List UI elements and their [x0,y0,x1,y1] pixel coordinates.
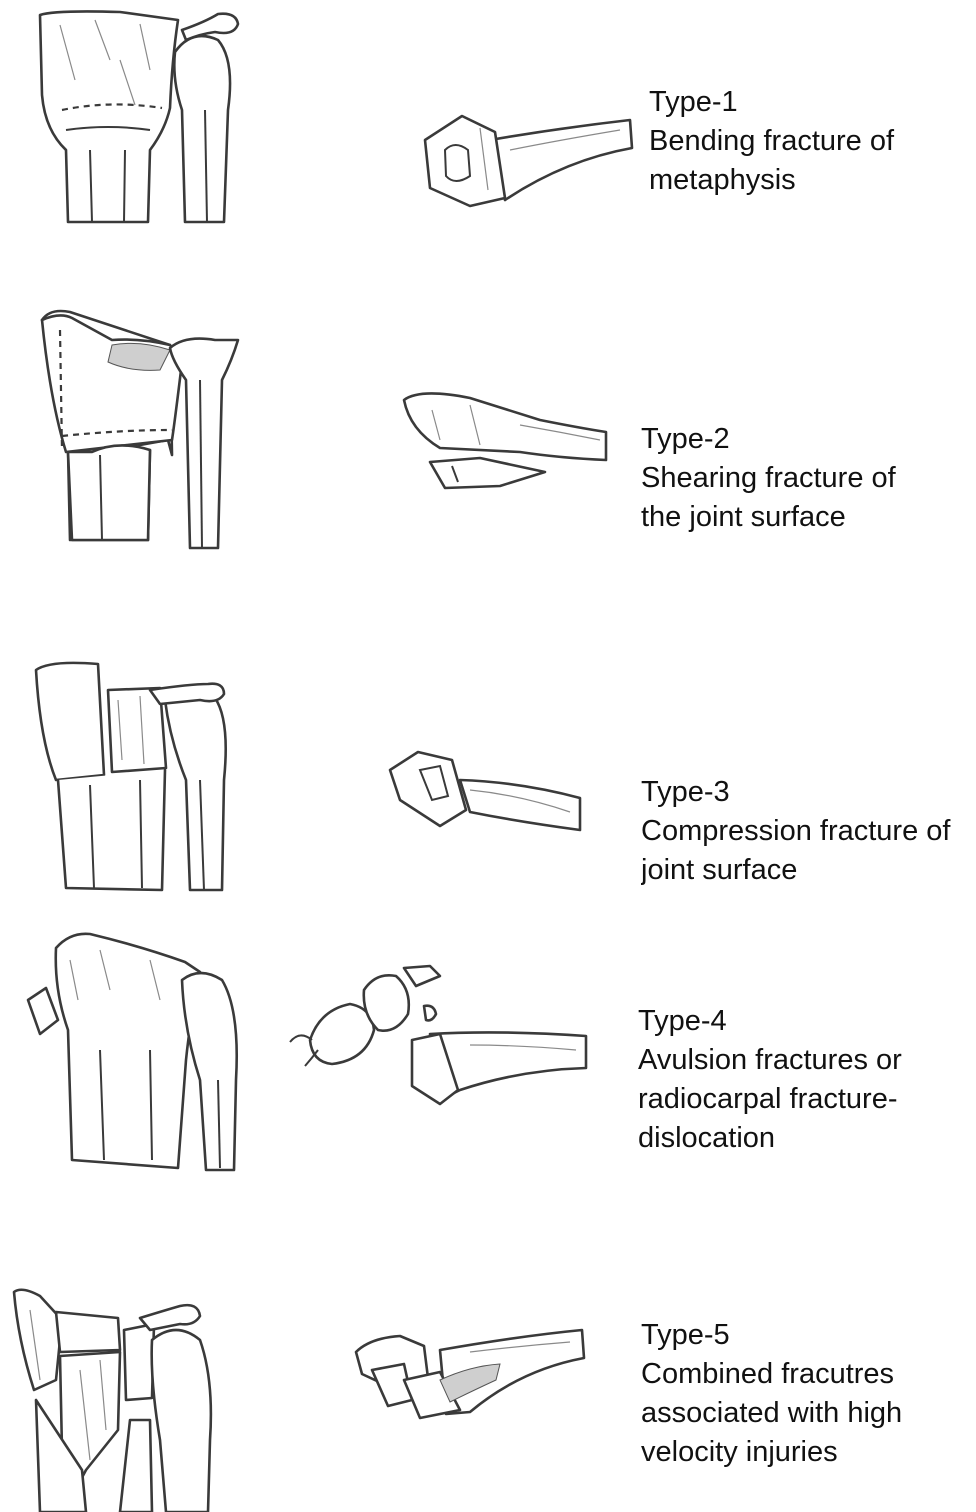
type-5-label: Type-5 Combined fracutres associated wit… [641,1316,902,1472]
type-1-description-line-1: Bending fracture of [649,122,894,161]
type-1-frontal-drawing [40,11,238,222]
type-4-description-line-2: radiocarpal fracture- [638,1080,902,1119]
type-4-lateral-drawing [290,966,586,1104]
type-5-frontal-drawing [14,1290,211,1512]
type-5-description-line-2: associated with high [641,1394,902,1433]
type-5-description-line-1: Combined fracutres [641,1355,902,1394]
type-5-lateral-drawing [356,1330,584,1418]
type-3-label: Type-3 Compression fracture of joint sur… [641,773,976,890]
type-4-description-line-1: Avulsion fractures or [638,1041,902,1080]
type-2-description-line-1: Shearing fracture of [641,459,896,498]
type-3-description-line-1: Compression fracture of [641,812,976,851]
type-2-lateral-drawing [404,393,606,488]
type-1-lateral-drawing [425,116,632,206]
type-4-frontal-drawing [28,934,237,1170]
type-1-description-line-2: metaphysis [649,161,894,200]
type-2-frontal-drawing [42,311,238,548]
type-4-description-line-3: dislocation [638,1119,902,1158]
type-5-title: Type-5 [641,1316,902,1355]
type-2-description-line-2: the joint surface [641,498,896,537]
type-3-description-line-2: joint surface [641,851,976,890]
type-1-title: Type-1 [649,83,894,122]
type-3-frontal-drawing [36,663,226,890]
type-3-title: Type-3 [641,773,976,812]
type-4-title: Type-4 [638,1002,902,1041]
type-4-label: Type-4 Avulsion fractures or radiocarpal… [638,1002,902,1158]
type-1-label: Type-1 Bending fracture of metaphysis [649,83,894,200]
type-5-description-line-3: velocity injuries [641,1433,902,1472]
type-2-label: Type-2 Shearing fracture of the joint su… [641,420,896,537]
type-3-lateral-drawing [390,752,580,830]
type-2-title: Type-2 [641,420,896,459]
